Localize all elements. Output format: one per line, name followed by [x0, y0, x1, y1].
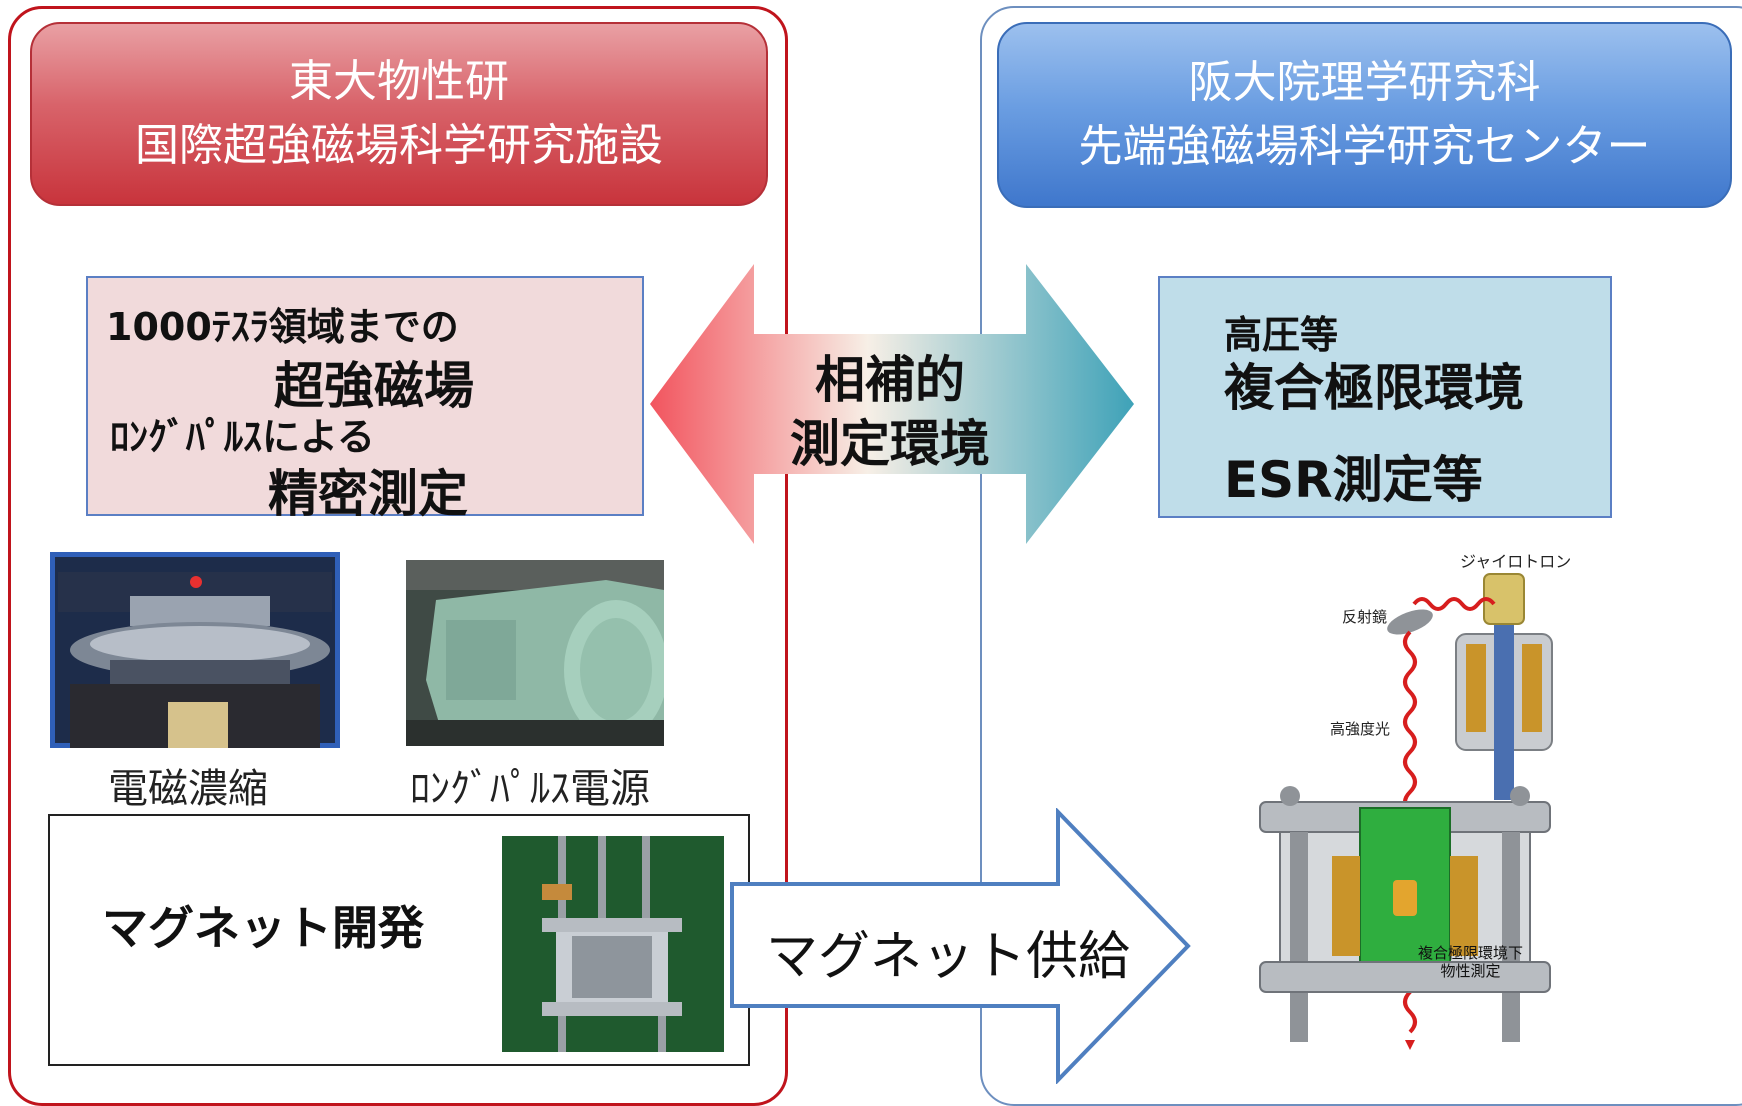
left-info-box: 1000ﾃｽﾗ領域までの 超強磁場 ﾛﾝｸﾞﾊﾟﾙｽによる 精密測定 [86, 276, 644, 523]
gyrotron-icon [1455, 573, 1553, 800]
electromagnetic-compression-photo [50, 552, 340, 748]
right-info-line1: 高圧等 [1224, 313, 1339, 357]
complementary-double-arrow [650, 264, 1134, 544]
left-header: 東大物性研 国際超強磁場科学研究施設 [30, 22, 768, 206]
mirror-icon [1387, 609, 1433, 635]
measurement-label-line2: 物性測定 [1440, 962, 1501, 980]
right-header-line2: 先端強磁場科学研究センター [1078, 121, 1651, 172]
double-arrow-label: 相補的 測定環境 [760, 348, 1020, 476]
double-arrow-line1: 相補的 [815, 351, 965, 409]
left-info-line3: ﾛﾝｸﾞﾊﾟﾙｽによる [110, 415, 375, 459]
long-pulse-power-photo [406, 560, 664, 746]
electromagnetic-compression-caption: 電磁濃縮 [108, 766, 268, 812]
magnet-supply-label: マグネット供給 [766, 927, 1131, 987]
left-info-line4: 精密測定 [268, 465, 468, 523]
left-info-line2: 超強磁場 [274, 357, 474, 415]
light-label: 高強度光 [1330, 720, 1391, 738]
right-header: 阪大院理学研究科 先端強磁場科学研究センター [997, 22, 1732, 208]
left-header-line1: 東大物性研 [289, 56, 509, 107]
right-info-line3: ESR測定等 [1224, 451, 1483, 509]
double-arrow-line2: 測定環境 [790, 415, 990, 473]
magnet-development-label: マグネット開発 [102, 901, 424, 955]
right-info-box: 高圧等 複合極限環境 ESR測定等 [1158, 276, 1612, 518]
magnet-supply-arrow [730, 808, 1191, 1084]
left-info-line1: 1000ﾃｽﾗ領域までの [106, 305, 459, 349]
long-pulse-power-caption: ﾛﾝｸﾞﾊﾟﾙｽ電源 [410, 766, 650, 812]
gyrotron-label: ジャイロトロン [1460, 552, 1572, 571]
esr-apparatus-diagram [1259, 573, 1553, 1050]
right-header-line1: 阪大院理学研究科 [1188, 57, 1541, 108]
right-info-line2: 複合極限環境 [1224, 359, 1524, 417]
measurement-label-line1: 複合極限環境下 [1418, 944, 1524, 962]
magnet-photo [502, 836, 724, 1052]
left-header-line2: 国際超強磁場科学研究施設 [135, 120, 663, 171]
measurement-label: 複合極限環境下 物性測定 [1418, 944, 1523, 980]
mirror-label: 反射鏡 [1342, 608, 1388, 626]
pressure-cell-icon [1259, 786, 1551, 1042]
